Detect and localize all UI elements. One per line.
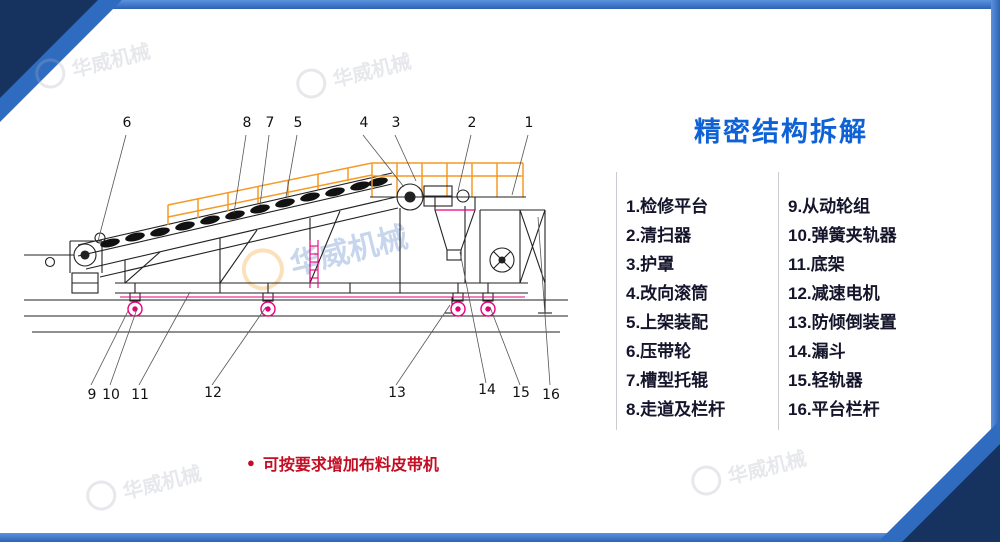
callout-number: 5 — [293, 115, 303, 131]
page-title: 精密结构拆解 — [694, 117, 868, 147]
part-item: 3.护罩 — [626, 255, 675, 274]
callout-number: 12 — [204, 385, 222, 401]
travel-wheels — [127, 301, 496, 317]
frame-corner-bottom-right-dark — [902, 444, 1000, 542]
part-item: 2.清扫器 — [626, 226, 692, 245]
ground-rails — [24, 299, 568, 333]
watermark-text: 华威机械 — [120, 462, 204, 504]
callout-number: 2 — [467, 115, 477, 131]
conveyor-diagram — [24, 134, 568, 386]
part-item: 13.防倾倒装置 — [788, 313, 897, 332]
frame-bottom-bar — [0, 533, 1000, 542]
watermark: 华威机械 — [688, 441, 809, 499]
callout-number: 9 — [87, 387, 97, 403]
bullet-icon: ● — [247, 455, 255, 470]
part-item: 5.上架装配 — [626, 313, 709, 332]
watermark: 华威机械 — [83, 456, 204, 514]
callout-number: 11 — [131, 387, 149, 403]
rear-frame — [479, 209, 552, 314]
callout-number: 14 — [478, 382, 496, 398]
callout-number: 16 — [542, 387, 560, 403]
watermark-logo-icon — [83, 477, 120, 514]
callout-number: 3 — [391, 115, 401, 131]
watermark-logo-icon — [688, 462, 725, 499]
column-divider — [778, 172, 779, 430]
part-item: 15.轻轨器 — [788, 371, 863, 390]
frame-right-bar — [991, 0, 1000, 542]
callout-number: 6 — [122, 115, 132, 131]
belt-frame — [77, 172, 399, 284]
part-item: 16.平台栏杆 — [788, 400, 880, 419]
part-item: 12.减速电机 — [788, 284, 880, 303]
access-ladder — [309, 240, 319, 288]
callout-number: 7 — [265, 115, 275, 131]
trough-idlers — [100, 177, 388, 248]
part-item: 14.漏斗 — [788, 342, 846, 361]
part-item: 6.压带轮 — [626, 342, 692, 361]
callout-number: 15 — [512, 385, 530, 401]
callout-number: 13 — [388, 385, 406, 401]
footnote: ● 可按要求增加布料皮带机 — [247, 451, 439, 475]
part-item: 9.从动轮组 — [788, 197, 871, 216]
callout-number: 8 — [242, 115, 252, 131]
part-item: 7.槽型托辊 — [626, 371, 709, 390]
column-divider — [616, 172, 617, 430]
footnote-text: 可按要求增加布料皮带机 — [262, 457, 439, 474]
part-item: 1.检修平台 — [626, 197, 709, 216]
leader-lines — [90, 134, 551, 386]
callout-number: 1 — [524, 115, 534, 131]
part-item: 11.底架 — [788, 255, 845, 274]
frame-top-bar — [0, 0, 1000, 9]
part-item: 8.走道及栏杆 — [626, 400, 726, 419]
base-frame — [115, 282, 528, 314]
head-drive — [370, 183, 526, 283]
parts-column-1: 1.检修平台 2.清扫器 3.护罩 4.改向滚筒 5.上架装配 6.压带轮 7.… — [626, 192, 725, 424]
part-item: 10.弹簧夹轨器 — [788, 226, 897, 245]
parts-column-2: 9.从动轮组 10.弹簧夹轨器 11.底架 12.减速电机 13.防倾倒装置 1… — [788, 192, 897, 424]
walkway-railing — [167, 162, 524, 225]
part-item: 4.改向滚筒 — [626, 284, 709, 303]
callout-number: 4 — [359, 115, 369, 131]
watermark-text: 华威机械 — [725, 447, 809, 489]
callout-number: 10 — [102, 387, 120, 403]
